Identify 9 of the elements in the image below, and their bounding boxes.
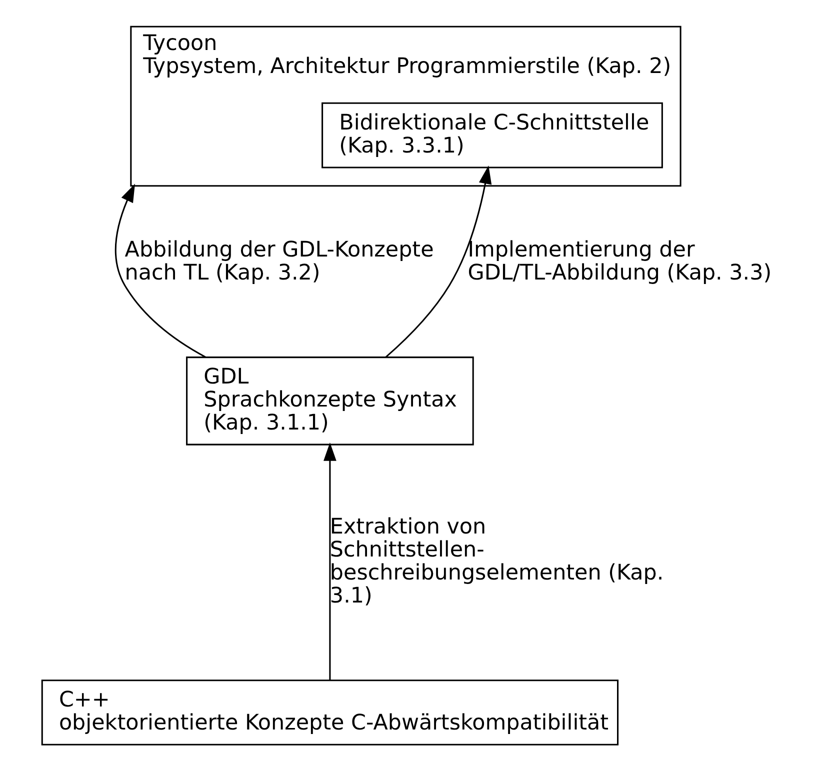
edge-label: Implementierung der GDL/TL-Abbildung (Kap. 3.3)	[468, 238, 772, 286]
node-box: Bidirektionale C-Schnittstelle (Kap. 3.3.1)	[322, 102, 663, 168]
node-box: C++ objektorientierte Konzepte C-Abwärtskompatibilität	[41, 680, 619, 746]
node-box: GDL Sprachkonzepte Syntax (Kap. 3.1.1)	[186, 356, 474, 446]
edge-label: Extraktion von Schnittstellen- beschreibungselementen (Kap. 3.1)	[330, 514, 664, 609]
arrow	[114, 184, 206, 358]
arrow	[385, 165, 492, 358]
edge-label: Abbildung der GDL-Konzepte nach TL (Kap. 3.2)	[124, 238, 434, 286]
arrow	[324, 442, 336, 680]
